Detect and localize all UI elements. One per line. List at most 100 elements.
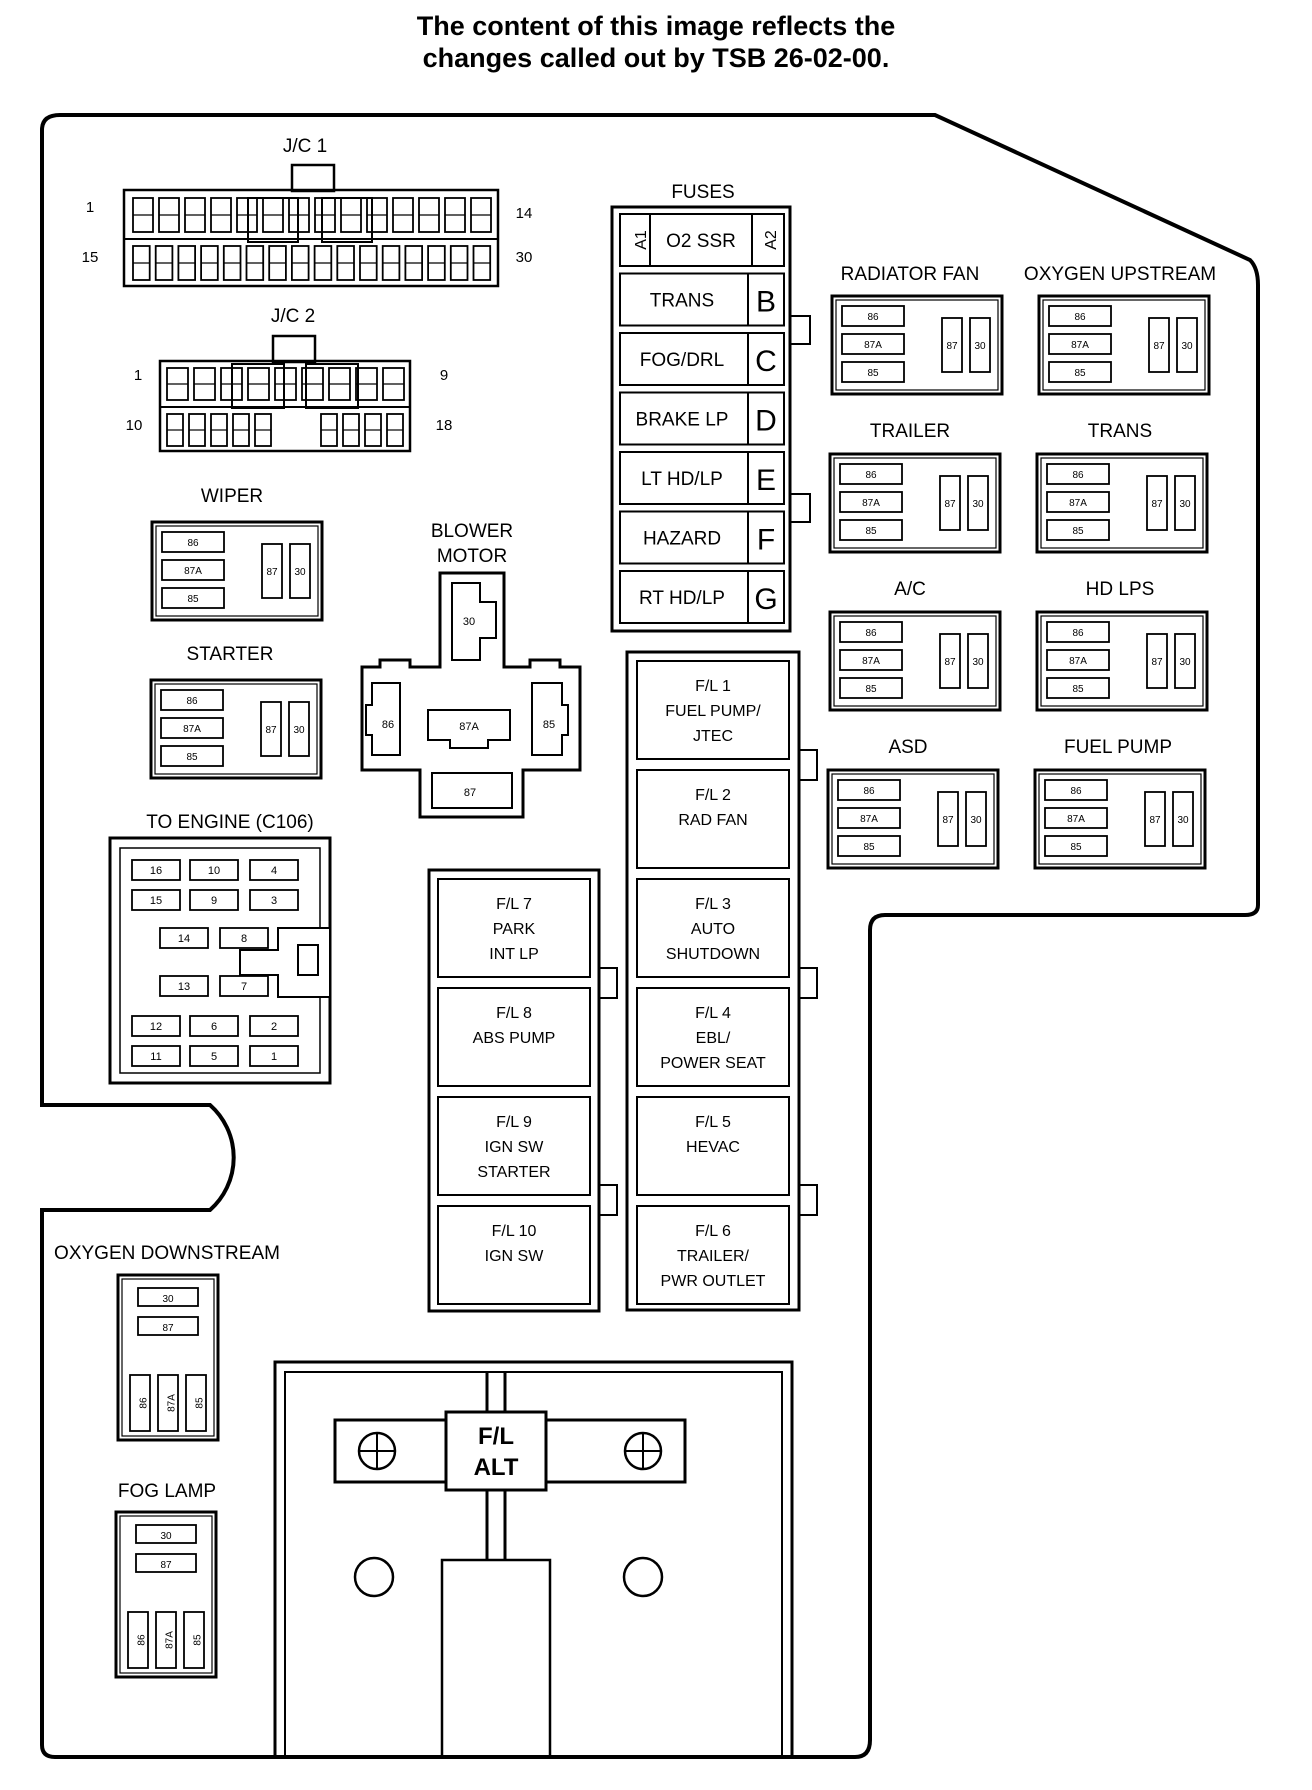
oxygen-upstream-pin-p85 xyxy=(1048,361,1112,383)
engine-pin-label: 1 xyxy=(271,1051,277,1063)
fusible-link-text: PWR OUTLET xyxy=(661,1273,766,1290)
trans-pin-p85 xyxy=(1046,519,1110,541)
engine-pin-4 xyxy=(249,859,299,881)
fusible-link-text: ABS PUMP xyxy=(473,1030,556,1047)
oxygen-downstream-pin-p87a xyxy=(157,1374,179,1432)
jc2-pin-9: 9 xyxy=(440,367,448,384)
radiator-fan-pin-p87 xyxy=(941,317,963,373)
fusible-link-text: F/L 8 xyxy=(496,1005,532,1022)
engine-pin-label: 11 xyxy=(150,1051,161,1063)
fuse-name: LT HD/LP xyxy=(641,469,723,490)
asd-pin-p87 xyxy=(937,791,959,847)
engine-pin-13 xyxy=(159,975,209,997)
oxygen-downstream-pin-p30 xyxy=(137,1287,199,1307)
fuse-slot xyxy=(619,451,785,505)
hd-lps-relay-inner xyxy=(1040,615,1204,707)
tsb-note-line-1: The content of this image reflects the xyxy=(416,11,896,41)
oxygen-upstream-label: OXYGEN UPSTREAM xyxy=(1024,264,1216,285)
engine-pin-7 xyxy=(219,975,269,997)
asd-pin-label: 87A xyxy=(860,814,878,825)
trans-relay-body xyxy=(1035,452,1209,554)
wiper-pin-p86 xyxy=(161,531,225,553)
trailer-pin-label: 86 xyxy=(865,470,877,481)
wiper-pin-label: 87A xyxy=(184,566,202,577)
engine-pin-label: 12 xyxy=(150,1021,162,1033)
fuse-letter: E xyxy=(756,464,776,497)
jc1-pin-15: 15 xyxy=(82,249,99,266)
oxygen-upstream-pin-label: 30 xyxy=(1181,341,1193,352)
fusible-link-slot xyxy=(437,1096,591,1196)
ac-pin-label: 87A xyxy=(862,656,880,667)
fusible-link-slot xyxy=(437,987,591,1087)
starter-pin-p85 xyxy=(160,745,224,767)
radiator-fan-pin-label: 85 xyxy=(867,368,879,379)
jc2-key-right xyxy=(305,363,359,409)
wiper-pin-p87a xyxy=(161,559,225,581)
oxygen-downstream-pin-label: 85 xyxy=(195,1397,206,1409)
fuse-slot xyxy=(619,332,785,386)
jc1-pin-30: 30 xyxy=(516,249,533,266)
engine-pin-3 xyxy=(249,889,299,911)
fog-lamp-pin-label: 85 xyxy=(193,1634,204,1646)
ac-relay-inner xyxy=(833,615,997,707)
fuel-pump-pin-p86 xyxy=(1044,779,1108,801)
fog-lamp-pin-label: 87A xyxy=(165,1631,176,1649)
engine-pin-label: 15 xyxy=(150,895,162,907)
ac-pin-p87a xyxy=(839,649,903,671)
fusible-link-text: PARK xyxy=(493,921,536,938)
oxygen-downstream-pin-label: 87A xyxy=(167,1394,178,1412)
oxygen-downstream-pin-p87 xyxy=(137,1316,199,1336)
fuse-pin-right: A2 xyxy=(763,230,780,250)
engine-pin-6 xyxy=(189,1015,239,1037)
jc1-key-right xyxy=(321,197,373,243)
engine-pin-1 xyxy=(249,1045,299,1067)
asd-label: ASD xyxy=(888,737,927,758)
fog-lamp-pin-p87a xyxy=(155,1611,177,1669)
fusible-link-text: F/L 10 xyxy=(492,1223,537,1240)
trailer-pin-label: 87A xyxy=(862,498,880,509)
trans-pin-label: 86 xyxy=(1072,470,1084,481)
engine-pin-label: 4 xyxy=(271,865,277,877)
trans-pin-p86 xyxy=(1046,463,1110,485)
asd-pin-label: 30 xyxy=(970,815,982,826)
jc2-pin-10: 10 xyxy=(126,417,143,434)
fusible-link-slot xyxy=(636,878,790,978)
fuel-pump-pin-label: 86 xyxy=(1070,786,1082,797)
fusible-link-text: F/L 3 xyxy=(695,896,731,913)
asd-pin-p85 xyxy=(837,835,901,857)
starter-pin-label: 30 xyxy=(293,725,305,736)
ac-pin-p30 xyxy=(967,633,989,689)
fuse-name: FOG/DRL xyxy=(640,350,724,371)
starter-pin-label: 86 xyxy=(186,696,198,707)
alt-label-line-1: F/L xyxy=(478,1423,514,1450)
fuel-pump-label: FUEL PUMP xyxy=(1064,737,1172,758)
tsb-note-line-2: changes called out by TSB 26-02-00. xyxy=(422,43,890,73)
jc2-pin-18: 18 xyxy=(436,417,453,434)
oxygen-upstream-pin-p86 xyxy=(1048,305,1112,327)
fuel-pump-pin-label: 85 xyxy=(1070,842,1082,853)
fog-lamp-pin-p86 xyxy=(127,1611,149,1669)
fuel-pump-pin-label: 87A xyxy=(1067,814,1085,825)
blower-pin-85: 85 xyxy=(543,719,555,731)
engine-pin-label: 7 xyxy=(241,981,247,993)
fuel-pump-pin-p30 xyxy=(1172,791,1194,847)
trans-pin-label: 87 xyxy=(1151,499,1163,510)
trans-pin-label: 87A xyxy=(1069,498,1087,509)
engine-pin-label: 3 xyxy=(271,895,277,907)
hd-lps-pin-p30 xyxy=(1174,633,1196,689)
radiator-fan-pin-p85 xyxy=(841,361,905,383)
hd-lps-label: HD LPS xyxy=(1086,579,1155,600)
asd-relay-body xyxy=(826,768,1000,870)
fusible-link-slot xyxy=(636,987,790,1087)
engine-pin-label: 16 xyxy=(150,865,162,877)
fog-lamp-pin-label: 86 xyxy=(137,1634,148,1646)
wiper-pin-label: 30 xyxy=(294,567,306,578)
oxygen-downstream-relay-body xyxy=(116,1273,220,1442)
oxygen-upstream-pin-p87 xyxy=(1148,317,1170,373)
fuse-slot xyxy=(619,510,785,565)
